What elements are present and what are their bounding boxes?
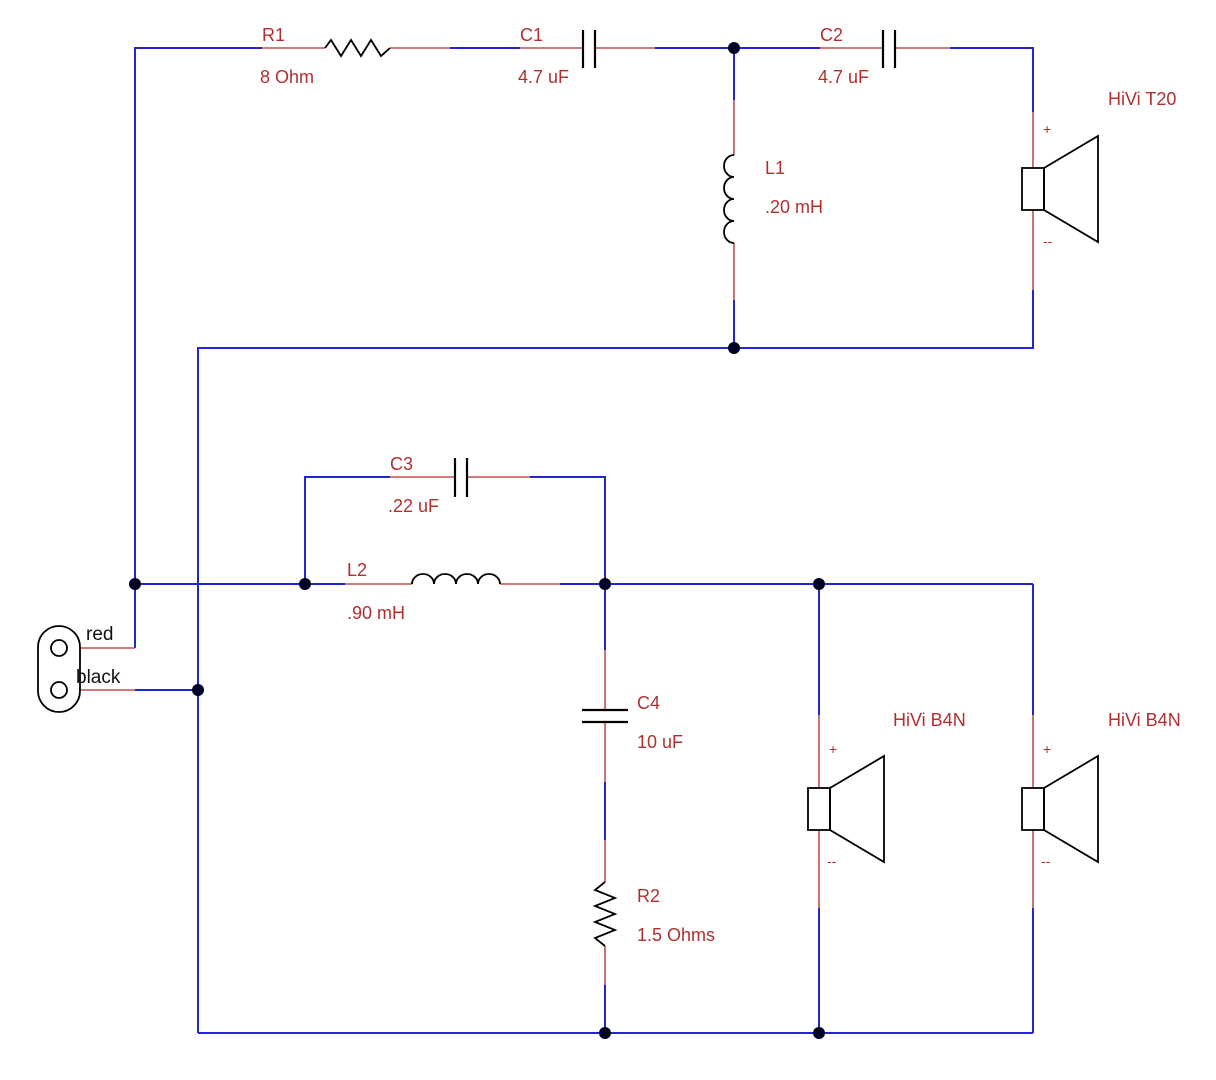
c3-value-label: .22 uF [388,496,439,516]
junction-dot [813,1027,825,1039]
woofer2-plus-label: + [1043,741,1051,757]
woofer1-name-label: HiVi B4N [893,710,966,730]
r1-resistor-symbol [324,38,391,58]
l1-inductor-symbol [723,154,735,244]
tweeter-speaker-icon [1021,134,1099,244]
junction-dot [299,578,311,590]
c2-ref-label: C2 [820,25,843,45]
c4-capacitor-symbol [582,708,628,724]
junctions [129,42,825,1039]
c4-value-label: 10 uF [637,732,683,752]
woofer1-minus-label: -- [827,853,837,869]
c3-capacitor-symbol [453,458,469,497]
c2-value-label: 4.7 uF [818,67,869,87]
labels: R1 8 Ohm C1 4.7 uF C2 4.7 uF L1 .20 mH H… [76,25,1181,945]
l2-value-label: .90 mH [347,603,405,623]
r1-value-label: 8 Ohm [260,67,314,87]
wire-tweeter-ground [197,290,1034,1033]
l2-ref-label: L2 [347,560,367,580]
junction-dot [129,578,141,590]
tweeter-minus-label: -- [1043,233,1053,249]
c4-ref-label: C4 [637,693,660,713]
wire-c3-left [304,476,390,584]
junction-dot [813,578,825,590]
leads [80,47,1034,985]
c2-capacitor-symbol [881,30,897,68]
wire-c2-tweeter [950,47,1034,112]
r2-resistor-symbol [592,881,618,947]
c1-ref-label: C1 [520,25,543,45]
wires [134,47,1034,1034]
woofer2-name-label: HiVi B4N [1108,710,1181,730]
woofer1-speaker-icon [807,754,885,864]
input-terminal-icon [37,625,81,713]
terminal-red-label: red [86,624,113,645]
tweeter-plus-label: + [1043,121,1051,137]
r1-ref-label: R1 [262,25,285,45]
wire-c3-right [530,476,606,584]
junction-dot [192,684,204,696]
junction-dot [599,578,611,590]
r2-value-label: 1.5 Ohms [637,925,715,945]
c1-capacitor-symbol [581,30,597,68]
woofer2-speaker-icon [1021,754,1099,864]
l1-value-label: .20 mH [765,197,823,217]
c1-value-label: 4.7 uF [518,67,569,87]
r2-ref-label: R2 [637,886,660,906]
l1-ref-label: L1 [765,158,785,178]
woofer1-plus-label: + [829,741,837,757]
terminal-black-label: black [76,667,121,688]
junction-dot [599,1027,611,1039]
wire-input-positive [134,47,262,648]
junction-dot [728,342,740,354]
junction-dot [728,42,740,54]
tweeter-name-label: HiVi T20 [1108,89,1176,109]
l2-inductor-symbol [411,573,501,585]
woofer2-minus-label: -- [1041,853,1051,869]
c3-ref-label: C3 [390,454,413,474]
